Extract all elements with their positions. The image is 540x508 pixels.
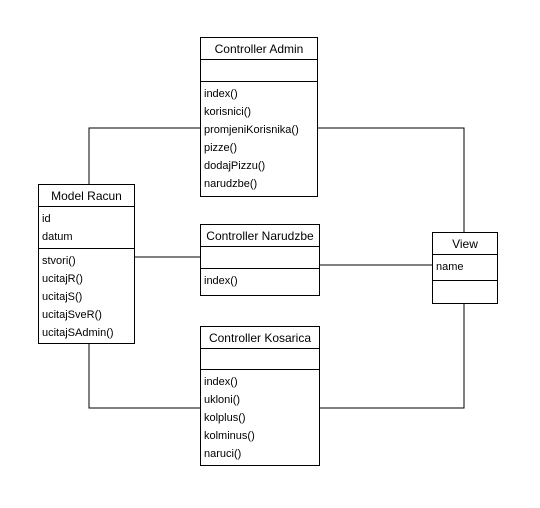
method: ucitajS() — [42, 291, 83, 303]
method: ucitajSAdmin() — [42, 327, 114, 339]
connector-kosarica-view — [320, 304, 465, 409]
method: narudzbe() — [204, 178, 258, 190]
class-name: Controller Kosarica — [201, 327, 319, 349]
methods-section: index() korisnici() promjeniKorisnika() … — [201, 82, 317, 196]
method: kolminus() — [204, 430, 255, 442]
methods-section — [433, 281, 497, 303]
methods-section: index() — [201, 269, 319, 295]
method: ucitajR() — [42, 273, 83, 285]
method: kolplus() — [204, 412, 246, 424]
method: dodajPizzu() — [204, 160, 266, 172]
class-name: Model Racun — [39, 185, 134, 207]
attribute: id — [42, 213, 51, 225]
class-name: Controller Narudzbe — [201, 225, 319, 247]
attribute: datum — [42, 231, 73, 243]
connector-admin-view — [318, 127, 465, 232]
method: index() — [204, 275, 238, 287]
class-view[interactable]: View name — [432, 232, 498, 304]
class-name: Controller Admin — [201, 38, 317, 60]
class-controller-kosarica[interactable]: Controller Kosarica index() ukloni() kol… — [200, 326, 320, 466]
class-controller-admin[interactable]: Controller Admin index() korisnici() pro… — [200, 37, 318, 197]
attributes-section — [201, 60, 317, 82]
method: ukloni() — [204, 394, 241, 406]
method: naruci() — [204, 448, 242, 460]
methods-section: index() ukloni() kolplus() kolminus() na… — [201, 370, 319, 465]
attribute: name — [436, 261, 464, 273]
attributes-section — [201, 349, 319, 370]
connector-racun-kosarica — [88, 344, 200, 409]
class-name: View — [433, 233, 497, 255]
method: pizze() — [204, 142, 238, 154]
method: ucitajSveR() — [42, 309, 102, 321]
connector-racun-admin — [88, 127, 200, 184]
method: index() — [204, 376, 238, 388]
class-controller-narudzbe[interactable]: Controller Narudzbe index() — [200, 224, 320, 296]
methods-section: stvori() ucitajR() ucitajS() ucitajSveR(… — [39, 249, 134, 344]
attributes-section — [201, 247, 319, 269]
method: korisnici() — [204, 106, 252, 118]
method: promjeniKorisnika() — [204, 124, 299, 136]
attributes-section: id datum — [39, 207, 134, 249]
method: stvori() — [42, 255, 76, 267]
class-model-racun[interactable]: Model Racun id datum stvori() ucitajR() … — [38, 184, 135, 344]
method: index() — [204, 88, 238, 100]
attributes-section: name — [433, 255, 497, 281]
